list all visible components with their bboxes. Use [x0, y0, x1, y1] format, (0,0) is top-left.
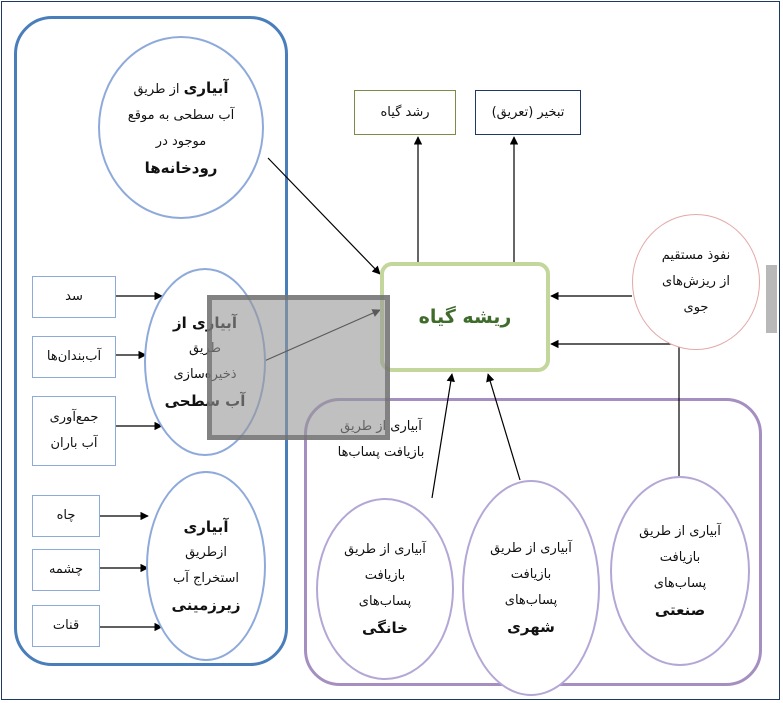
plant-root-label: ریشه گیاه [418, 306, 512, 328]
spring-label: چشمه [48, 562, 84, 577]
household-wastewater-node: آبیاری از طریق بازیافت پساب‌های خانگی [316, 498, 454, 680]
river-label-1b: از طریق [133, 81, 180, 97]
ground-label-3: استخراج آب [173, 571, 239, 586]
ground-label-4: زیرزمینی [171, 596, 241, 614]
groundwater-node: آبیاری ازطریق استخراج آب زیرزمینی [146, 471, 266, 661]
urban-label-3: پساب‌های [504, 593, 558, 608]
well-box: چاه [32, 495, 100, 537]
river-label-2: آب سطحی به موقع [127, 107, 235, 123]
spring-box: چشمه [32, 549, 100, 591]
rain-harvest-label-1: جمع‌آوری [49, 410, 99, 425]
ponds-box: آب‌بندان‌ها [32, 336, 116, 378]
household-label-1: آبیاری از طریق [344, 542, 426, 557]
industrial-label-1: آبیاری از طریق [639, 524, 721, 539]
urban-wastewater-node: آبیاری از طریق بازیافت پساب‌های شهری [462, 480, 600, 696]
qanat-label: قنات [52, 618, 80, 633]
river-label-3: موجود در [155, 133, 207, 149]
dam-label: سد [65, 289, 83, 304]
plant-growth-box: رشد گیاه [354, 90, 456, 135]
plant-root-node: ریشه گیاه [380, 262, 550, 372]
industrial-label-2: بازیافت [659, 550, 701, 565]
arrow-river-to-root [267, 157, 381, 275]
dam-box: سد [32, 276, 116, 318]
transpiration-label: تبخیر (تعریق) [491, 104, 565, 120]
urban-label-4: شهری [507, 618, 555, 636]
urban-label-1: آبیاری از طریق [490, 541, 572, 556]
rain-label-1: نفوذ مستقیم [661, 248, 731, 263]
rain-label-2: از ریزش‌های [662, 274, 730, 289]
arrow-household-to-root [431, 373, 455, 499]
transpiration-box: تبخیر (تعریق) [475, 90, 581, 135]
river-irrigation-node: آبیاری از طریق آب سطحی به موقع موجود در … [98, 36, 264, 219]
arrow-urban-to-root [486, 373, 521, 481]
qanat-box: قنات [32, 605, 100, 647]
industrial-label-4: صنعتی [654, 601, 706, 619]
household-label-2: بازیافت [364, 568, 406, 583]
river-label-4: رودخانه‌ها [144, 158, 218, 177]
industrial-wastewater-node: آبیاری از طریق بازیافت پساب‌های صنعتی [610, 476, 750, 666]
river-label-1: آبیاری [183, 78, 229, 97]
rain-harvest-label-2: آب باران [50, 436, 98, 451]
scrollbar-thumb[interactable] [766, 265, 777, 333]
ponds-label: آب‌بندان‌ها [46, 349, 102, 364]
ground-label-2: ازطریق [185, 545, 227, 560]
well-label: چاه [56, 508, 76, 523]
rain-label-3: جوی [683, 300, 709, 315]
household-label-4: خانگی [362, 619, 408, 637]
plant-growth-label: رشد گیاه [380, 104, 430, 120]
household-label-3: پساب‌های [358, 594, 412, 609]
ground-label-1: آبیاری [183, 518, 229, 536]
urban-label-2: بازیافت [510, 567, 552, 582]
industrial-label-3: پساب‌های [653, 576, 707, 591]
rain-infiltration-node: نفوذ مستقیم از ریزش‌های جوی [632, 214, 760, 350]
arrow-industrial-to-root [550, 339, 680, 476]
rain-harvest-box: جمع‌آوری آب باران [32, 396, 116, 466]
selection-overlay [207, 295, 390, 440]
wastewater-title-2: بازیافت پساب‌ها [337, 445, 425, 460]
